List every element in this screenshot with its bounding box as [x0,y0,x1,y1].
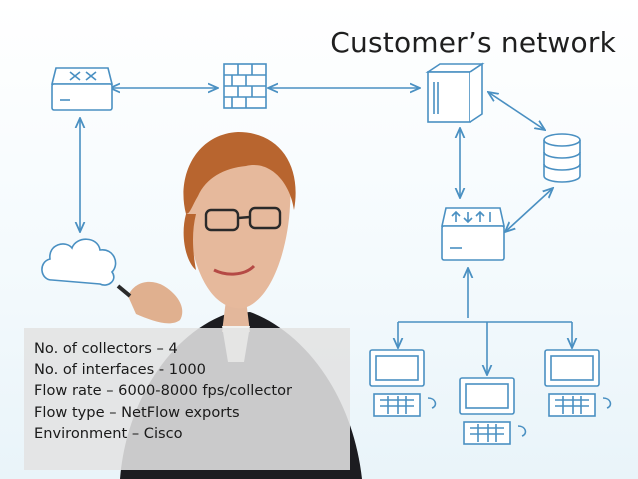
computer-icon [545,350,610,416]
interfaces-count: No. of interfaces - 1000 [34,359,338,380]
computer-icon [370,350,435,416]
flow-rate: Flow rate – 6000-8000 fps/collector [34,380,338,401]
network-stats-box: No. of collectors – 4 No. of interfaces … [24,328,350,470]
computer-icon [460,378,525,444]
environment: Environment – Cisco [34,423,338,444]
router-icon [52,68,112,110]
collectors-count: No. of collectors – 4 [34,338,338,359]
connector-server-database [488,92,545,130]
connector-database-switch [505,188,553,232]
flow-type: Flow type – NetFlow exports [34,402,338,423]
server-icon [428,64,482,122]
page-title: Customer’s network [330,26,616,59]
database-icon [544,134,580,182]
firewall-icon [224,64,266,108]
cloud-icon [42,239,116,285]
switch-icon [442,208,504,260]
